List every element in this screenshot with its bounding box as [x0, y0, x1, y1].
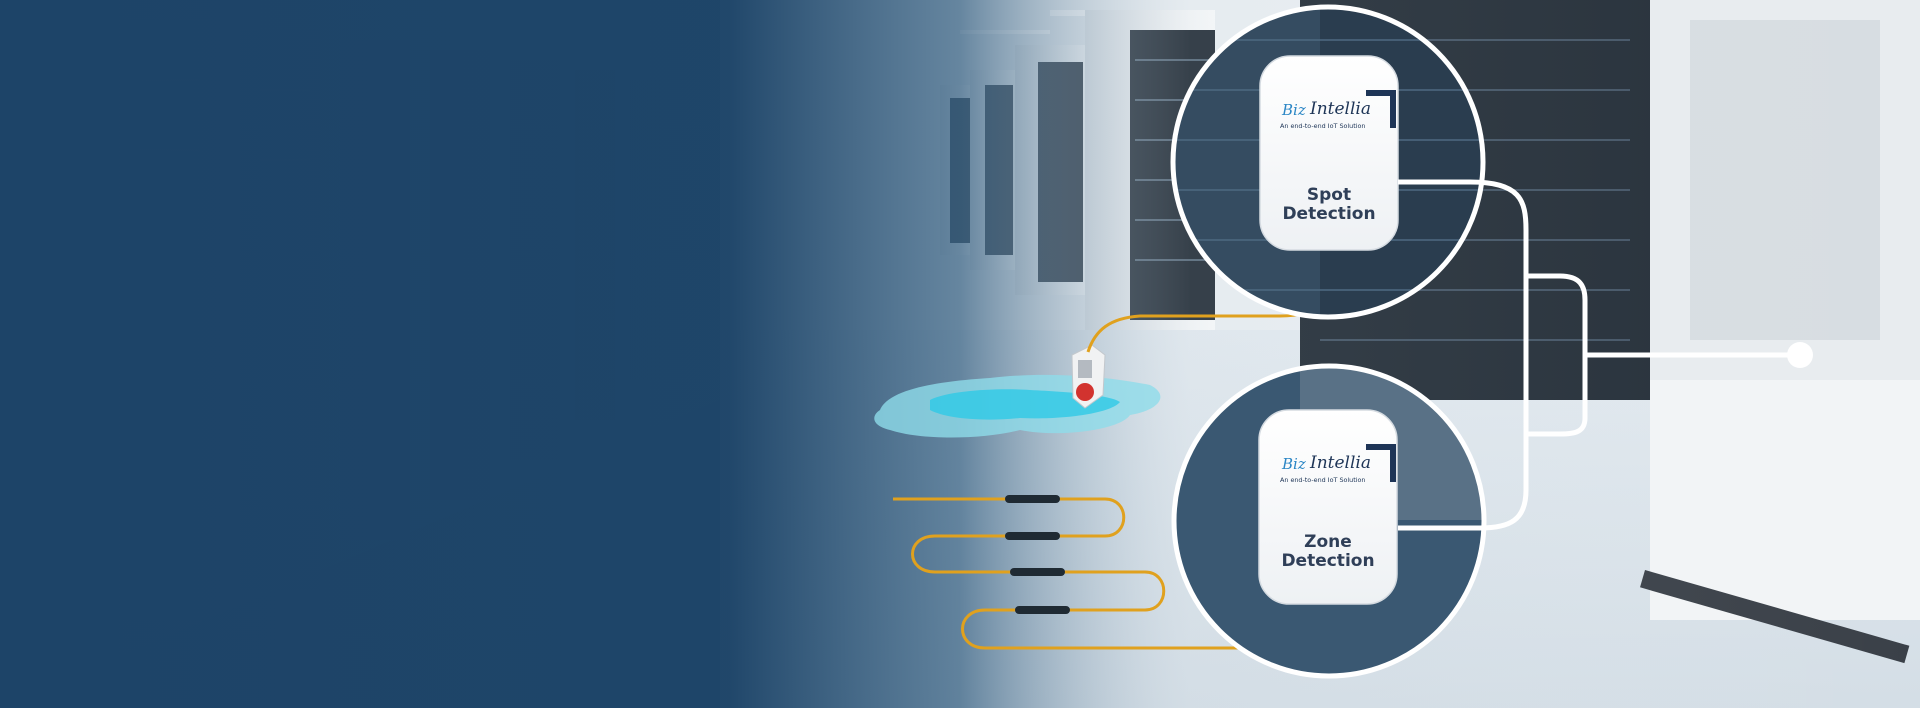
logo-intellia-text: Intellia [1310, 453, 1372, 473]
zone-magnifier-ring [1171, 363, 1487, 679]
logo-biz-text: Biz [1282, 455, 1306, 473]
zone-brand-logo: Biz Intellia An end-to-end IoT Solution [1262, 444, 1402, 492]
spot-magnifier-ring [1170, 4, 1486, 320]
logo-bracket-icon [1366, 90, 1396, 128]
zone-detection-device [1258, 409, 1398, 605]
spot-brand-logo: Biz Intellia An end-to-end IoT Solution [1262, 90, 1402, 138]
logo-intellia-text: Intellia [1310, 99, 1372, 119]
logo-tagline: An end-to-end IoT Solution [1280, 476, 1366, 484]
logo-biz-text: Biz [1282, 101, 1306, 119]
network-connector-lines [1398, 179, 1800, 531]
spot-detection-label: Spot Detection [1282, 185, 1376, 224]
spot-detection-device [1259, 55, 1399, 251]
spot-sensor-probe [1071, 344, 1106, 409]
cable-joints [1005, 495, 1070, 614]
logo-tagline: An end-to-end IoT Solution [1280, 122, 1366, 130]
zone-detection-label: Zone Detection [1281, 532, 1375, 571]
network-endpoint-dot [1787, 342, 1813, 368]
logo-bracket-icon [1366, 444, 1396, 482]
